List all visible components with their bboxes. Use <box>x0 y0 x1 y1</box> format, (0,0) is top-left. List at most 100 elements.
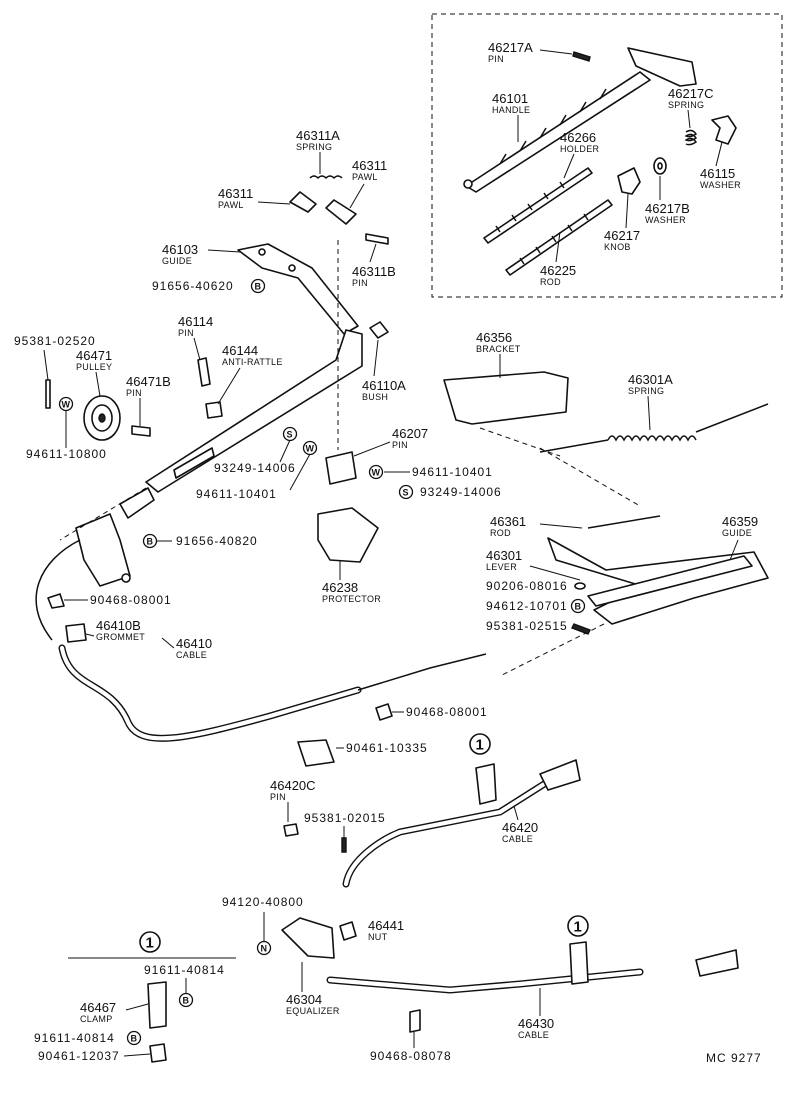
svg-text:GUIDE: GUIDE <box>722 528 752 538</box>
spring-46301A-drawing <box>539 403 769 453</box>
label-46311-pawl-left: 46311 PAWL <box>218 186 253 210</box>
holder-drawing <box>483 167 593 244</box>
pawl-46311-left-drawing <box>289 191 317 213</box>
nut-46441-drawing <box>339 921 357 941</box>
leader-46301 <box>529 565 581 581</box>
svg-text:46114: 46114 <box>178 314 213 329</box>
clip-90468-a-drawing <box>47 593 65 609</box>
svg-text:46311B: 46311B <box>352 264 396 279</box>
svg-text:S: S <box>403 488 409 498</box>
clamp-46467-drawing <box>147 981 167 1029</box>
cable-46410-rear-drawing <box>357 653 487 691</box>
svg-text:PIN: PIN <box>126 388 142 398</box>
svg-text:46361: 46361 <box>490 514 526 529</box>
svg-text:46217: 46217 <box>604 228 640 243</box>
leader-46266 <box>563 153 575 179</box>
label-46361: 46361 ROD <box>490 514 526 538</box>
svg-text:46266: 46266 <box>560 130 596 145</box>
svg-text:B: B <box>183 996 190 1006</box>
svg-text:LEVER: LEVER <box>486 562 517 572</box>
label-46467: 46467 CLAMP <box>80 1000 116 1024</box>
svg-text:WASHER: WASHER <box>645 215 686 225</box>
svg-text:B: B <box>147 537 154 547</box>
svg-text:46301: 46301 <box>486 548 522 563</box>
code-90461-10335: 90461-10335 <box>346 741 428 755</box>
svg-text:46430: 46430 <box>518 1016 554 1031</box>
label-46430: 46430 CABLE <box>518 1016 554 1040</box>
svg-text:1: 1 <box>146 935 154 952</box>
washer-46217B-drawing <box>653 157 667 175</box>
bracket-ref1-b-drawing <box>569 941 589 985</box>
svg-text:46110A: 46110A <box>362 378 406 393</box>
code-95381-02520: 95381-02520 <box>14 334 96 348</box>
leader-46103 <box>207 249 241 253</box>
leader-46359 <box>729 539 739 561</box>
label-46356: 46356 BRACKET <box>476 330 521 354</box>
svg-text:46441: 46441 <box>368 918 404 933</box>
label-46304: 46304 EQUALIZER <box>286 992 340 1016</box>
svg-text:46238: 46238 <box>322 580 358 595</box>
ref-1-symbol: 1 <box>139 931 161 953</box>
code-91656-40820: 91656-40820 <box>176 534 258 548</box>
rear-lever-link-drawing <box>59 240 339 541</box>
handle-assembly-inset <box>431 13 783 298</box>
leader-46217 <box>625 193 629 229</box>
leader-46217A <box>539 49 573 55</box>
svg-text:HOLDER: HOLDER <box>560 144 600 154</box>
label-46359: 46359 GUIDE <box>722 514 758 538</box>
pawl-46311-right-drawing <box>325 199 357 225</box>
symbol-b: B <box>178 992 194 1008</box>
svg-text:GROMMET: GROMMET <box>96 632 145 642</box>
code-95381-02515: 95381-02515 <box>486 619 568 633</box>
svg-text:46467: 46467 <box>80 1000 116 1015</box>
pin-95381-drawing <box>45 379 51 409</box>
svg-text:W: W <box>306 444 315 454</box>
svg-text:PIN: PIN <box>392 440 408 450</box>
pin-95381-02015-drawing <box>341 837 347 853</box>
handle-drawing <box>463 47 697 193</box>
pin-95381-02515-drawing <box>571 623 591 635</box>
pin-46207-drawing <box>325 451 357 485</box>
svg-text:46471: 46471 <box>76 348 112 363</box>
leader-46144 <box>217 367 241 405</box>
code-94120-40800: 94120-40800 <box>222 895 304 909</box>
svg-text:GUIDE: GUIDE <box>162 256 192 266</box>
svg-text:PULLEY: PULLEY <box>76 362 112 372</box>
code-90468-08001-b: 90468-08001 <box>406 705 488 719</box>
code-95381-02015: 95381-02015 <box>304 811 386 825</box>
leader-46207 <box>353 441 391 457</box>
svg-text:KNOB: KNOB <box>604 242 631 252</box>
cable-46420-end-drawing <box>539 759 581 791</box>
leader-46361 <box>539 523 583 529</box>
clip-90461-12037-drawing <box>149 1043 167 1063</box>
svg-text:46410B: 46410B <box>96 618 141 633</box>
svg-text:PIN: PIN <box>178 328 194 338</box>
svg-text:46217C: 46217C <box>668 86 714 101</box>
label-46420C: 46420C PIN <box>270 778 316 802</box>
svg-text:SPRING: SPRING <box>296 142 332 152</box>
svg-text:46217A: 46217A <box>488 40 533 55</box>
svg-text:CABLE: CABLE <box>518 1030 549 1040</box>
svg-text:ROD: ROD <box>490 528 511 538</box>
svg-text:46115: 46115 <box>700 166 735 181</box>
label-46225: 46225 ROD <box>540 263 576 287</box>
cable-46410-upper-drawing <box>35 539 81 641</box>
label-46115: 46115 WASHER <box>700 166 741 190</box>
label-46420: 46420 CABLE <box>502 820 538 844</box>
svg-text:1: 1 <box>574 919 582 936</box>
symbol-b: B <box>250 278 266 294</box>
lever-arm-drawing <box>119 329 363 519</box>
figure-code: MC 9277 <box>706 1051 762 1065</box>
leader-46110A <box>373 339 379 377</box>
svg-text:W: W <box>62 400 71 410</box>
leader-46301A <box>647 395 651 431</box>
svg-text:EQUALIZER: EQUALIZER <box>286 1006 340 1016</box>
svg-text:46410: 46410 <box>176 636 212 651</box>
label-46101: 46101 HANDLE <box>492 91 530 115</box>
svg-text:SPRING: SPRING <box>628 386 664 396</box>
svg-text:46101: 46101 <box>492 91 528 106</box>
pulley-46471-drawing <box>83 395 121 441</box>
symbol-b: B <box>126 1030 142 1046</box>
symbol-b: B <box>570 598 586 614</box>
